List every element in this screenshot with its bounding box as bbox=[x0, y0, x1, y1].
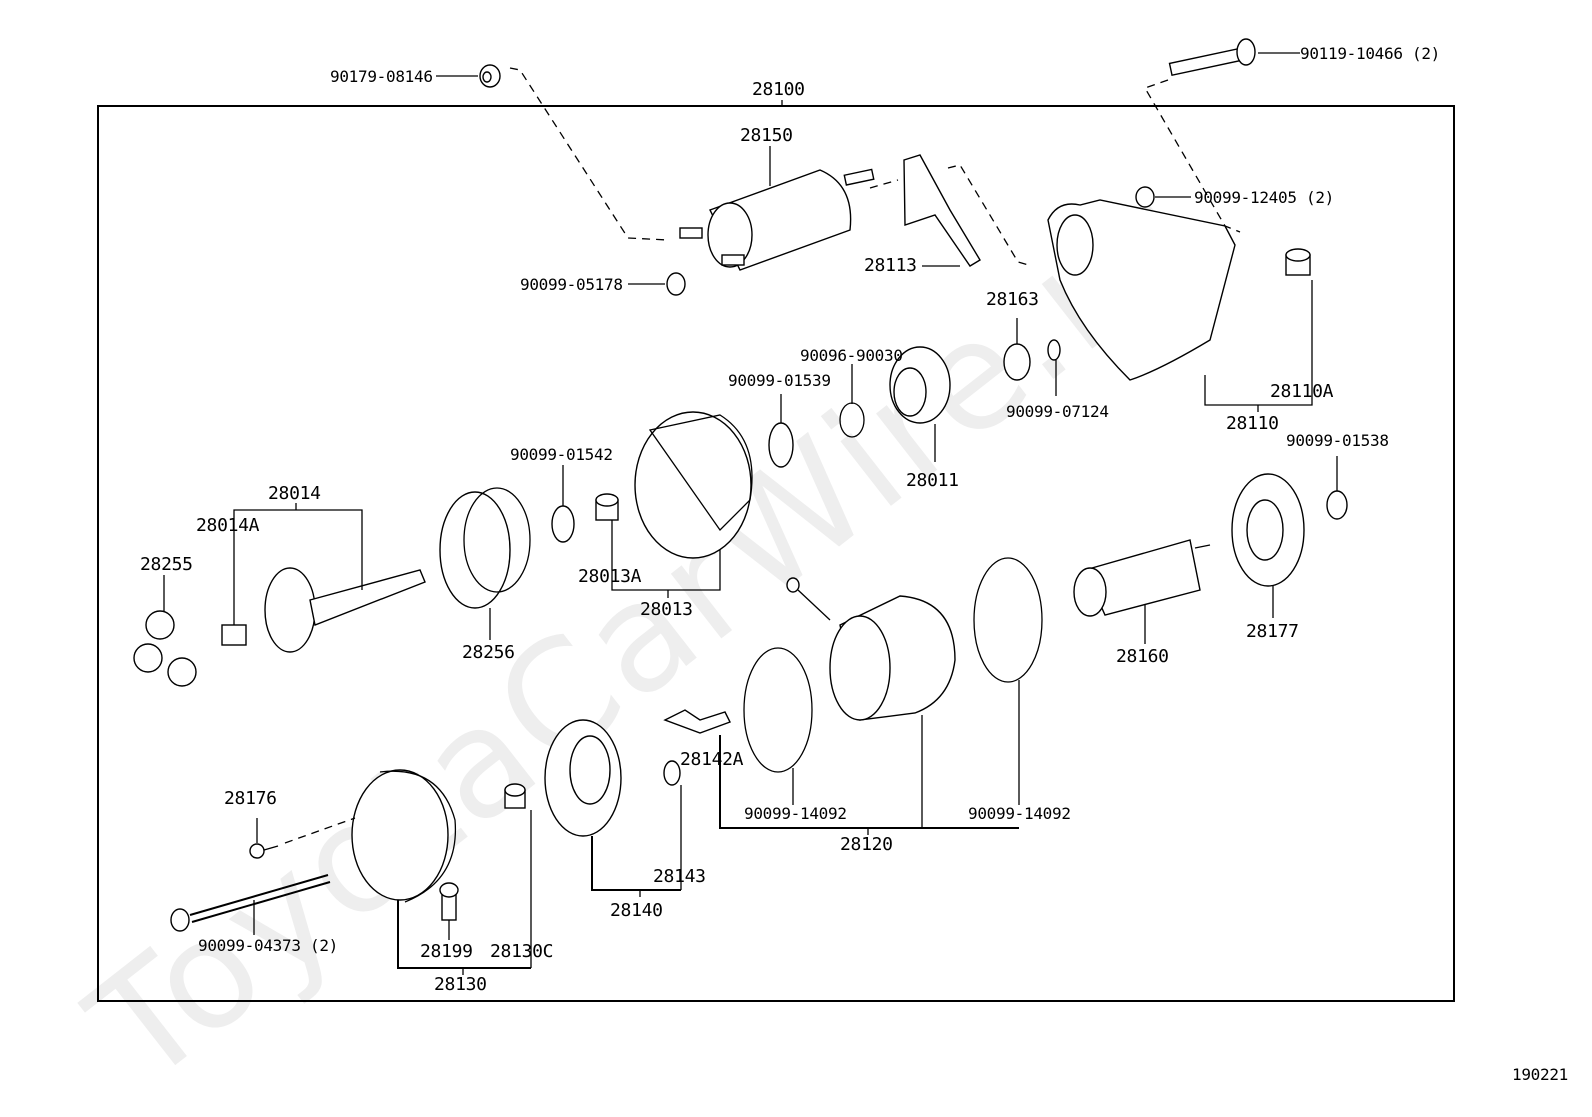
label-90099-12405: 90099-12405 (2) bbox=[1194, 188, 1334, 207]
label-28110: 28110 bbox=[1226, 413, 1279, 434]
armature-28160 bbox=[1073, 539, 1211, 644]
snap-ring-90096-90030 bbox=[839, 364, 865, 438]
o-ring-90099-14092-b bbox=[973, 557, 1043, 805]
through-bolt-90099-04373 bbox=[170, 874, 331, 935]
bearing-28163 bbox=[1003, 318, 1031, 381]
bushing-28013A bbox=[595, 493, 721, 598]
label-28140: 28140 bbox=[610, 900, 663, 921]
label-28130C: 28130C bbox=[490, 941, 554, 962]
label-28130: 28130 bbox=[434, 974, 487, 995]
label-28142A: 28142A bbox=[680, 749, 744, 770]
label-90099-14092-a: 90099-14092 bbox=[744, 804, 847, 823]
brush-spring-28143 bbox=[663, 760, 682, 890]
end-cover-28130 bbox=[351, 769, 531, 975]
dashed-guide bbox=[284, 817, 356, 844]
label-28176: 28176 bbox=[224, 788, 277, 809]
label-28014: 28014 bbox=[268, 483, 321, 504]
internal-gear-28256 bbox=[439, 487, 531, 640]
bolt-90119-10466 bbox=[1168, 38, 1300, 76]
label-90099-01538: 90099-01538 bbox=[1286, 431, 1389, 450]
assembly-frame bbox=[97, 105, 1455, 1002]
label-28013A: 28013A bbox=[578, 566, 642, 587]
label-28163: 28163 bbox=[986, 289, 1039, 310]
dashed-guide bbox=[509, 67, 669, 241]
washer-90099-01539 bbox=[768, 394, 794, 468]
label-28160: 28160 bbox=[1116, 646, 1169, 667]
label-28177: 28177 bbox=[1246, 621, 1299, 642]
label-90099-01542: 90099-01542 bbox=[510, 445, 613, 464]
label-90099-05178: 90099-05178 bbox=[520, 275, 623, 294]
label-28013: 28013 bbox=[640, 599, 693, 620]
clutch-28011 bbox=[889, 346, 951, 462]
label-28011: 28011 bbox=[906, 470, 959, 491]
dashed-guide bbox=[947, 164, 1033, 267]
nut-90099-12405 bbox=[1135, 186, 1191, 208]
label-28143: 28143 bbox=[653, 866, 706, 887]
bushing-28130C bbox=[504, 783, 532, 968]
dashed-guide bbox=[1144, 79, 1241, 233]
o-ring-90099-14092-a bbox=[743, 647, 813, 805]
label-28014A: 28014A bbox=[196, 515, 260, 536]
dashed-guide bbox=[869, 179, 899, 189]
lever-28113 bbox=[903, 154, 981, 267]
label-90099-04373: 90099-04373 (2) bbox=[198, 936, 338, 955]
label-90179-08146: 90179-08146 bbox=[330, 67, 433, 86]
housing-28013 bbox=[634, 411, 753, 559]
figure-code: 190221 bbox=[1512, 1065, 1568, 1084]
label-28120: 28120 bbox=[840, 834, 893, 855]
plate-28177 bbox=[1231, 473, 1305, 618]
washer-90099-01538 bbox=[1326, 456, 1348, 520]
nut-90099-05178 bbox=[628, 272, 686, 296]
label-28150: 28150 bbox=[740, 125, 793, 146]
label-90099-01539: 90099-01539 bbox=[728, 371, 831, 390]
label-90099-14092-b: 90099-14092 bbox=[968, 804, 1071, 823]
brush-holder-28140 bbox=[544, 719, 681, 897]
washer-90099-01542 bbox=[551, 465, 575, 543]
label-28199: 28199 bbox=[420, 941, 473, 962]
label-90096-90030: 90096-90030 bbox=[800, 346, 903, 365]
label-90099-07124: 90099-07124 bbox=[1006, 402, 1109, 421]
solenoid-28150 bbox=[679, 146, 875, 271]
label-28113: 28113 bbox=[864, 255, 917, 276]
screw-28176 bbox=[249, 818, 279, 859]
spring-28142A bbox=[663, 709, 731, 734]
label-28256: 28256 bbox=[462, 642, 515, 663]
nut-90179-08146 bbox=[436, 64, 501, 88]
label-90119-10466: 90119-10466 (2) bbox=[1300, 44, 1440, 63]
housing-28110 bbox=[1047, 199, 1313, 412]
planetary-gears-28255 bbox=[133, 575, 197, 687]
bushing-28014A bbox=[221, 535, 247, 646]
label-28100: 28100 bbox=[752, 79, 805, 100]
ring-90099-07124 bbox=[1047, 339, 1061, 396]
shaft-28014 bbox=[233, 503, 426, 653]
label-28255: 28255 bbox=[140, 554, 193, 575]
bushing-28110A bbox=[1285, 248, 1311, 276]
label-28110A: 28110A bbox=[1270, 381, 1334, 402]
plug-28199 bbox=[439, 882, 459, 940]
yoke-28120 bbox=[719, 577, 1019, 835]
